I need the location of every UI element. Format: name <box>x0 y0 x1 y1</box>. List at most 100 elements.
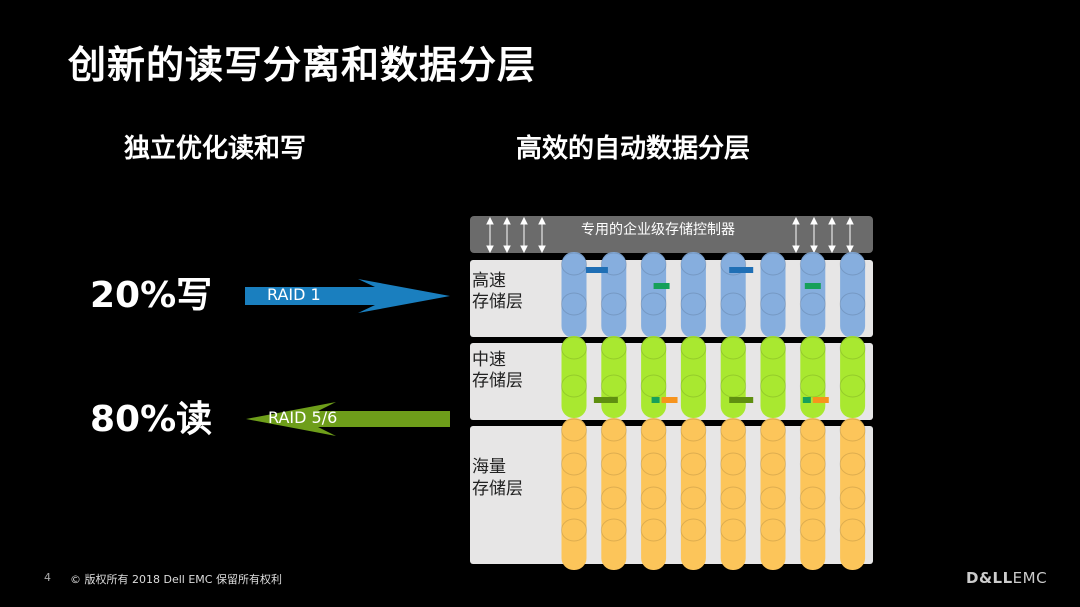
tier-fast-label-line1: 高速 <box>472 271 506 291</box>
copyright-text: © 版权所有 2018 Dell EMC 保留所有权利 <box>70 573 282 586</box>
storage-column <box>680 252 707 570</box>
disk-ring <box>600 486 627 510</box>
write-arrow-label: RAID 1 <box>267 285 321 304</box>
disk-ring <box>640 292 667 316</box>
disk-ring <box>799 292 826 316</box>
disk-ring <box>799 418 826 442</box>
disk-ring <box>720 486 747 510</box>
controller-io-arrows-right <box>792 216 854 254</box>
storage-tier-diagram: 专用的企业级存储控制器 高速 存储层 中速 存储层 海量 存储层 <box>470 216 873 570</box>
column-segment <box>760 418 786 570</box>
disk-ring <box>720 452 747 476</box>
data-block <box>585 267 608 273</box>
disk-ring <box>839 336 866 360</box>
data-block <box>812 397 829 403</box>
disk-ring <box>600 418 627 442</box>
column-segment <box>720 418 746 570</box>
storage-column <box>561 252 587 570</box>
controller-bar <box>470 216 873 253</box>
disk-ring <box>760 374 786 398</box>
storage-column <box>839 252 866 570</box>
disk-ring <box>600 252 627 276</box>
disk-ring <box>600 518 627 542</box>
disk-ring <box>839 518 866 542</box>
storage-column <box>760 252 786 570</box>
disk-ring <box>640 452 667 476</box>
slide-title: 创新的读写分离和数据分层 <box>68 43 537 87</box>
column-segment <box>641 252 667 338</box>
right-heading: 高效的自动数据分层 <box>516 134 751 164</box>
write-percentage: 20%写 <box>90 275 213 316</box>
column-segment <box>641 336 667 418</box>
disk-ring <box>680 374 707 398</box>
tier-capacity-label-line2: 存储层 <box>472 479 523 499</box>
disk-ring <box>799 486 826 510</box>
io-arrow <box>792 216 800 254</box>
page-number: 4 <box>44 571 51 584</box>
disk-ring <box>720 336 747 360</box>
column-segment <box>800 418 826 570</box>
column-segment <box>840 252 866 338</box>
disk-ring <box>640 336 667 360</box>
disk-ring <box>839 374 866 398</box>
disk-ring <box>561 418 587 442</box>
data-block <box>593 397 618 403</box>
column-segment <box>601 418 627 570</box>
disk-ring <box>720 292 747 316</box>
data-block <box>804 283 821 289</box>
disk-ring <box>760 252 786 276</box>
disk-ring <box>839 252 866 276</box>
disk-ring <box>561 452 587 476</box>
data-block <box>802 397 811 403</box>
read-percentage: 80%读 <box>90 399 213 440</box>
column-segment <box>720 252 746 338</box>
column-segment <box>601 252 627 338</box>
column-segment <box>840 336 866 418</box>
dell-emc-logo: D&LLEMC <box>966 569 1047 587</box>
disk-ring <box>839 292 866 316</box>
disk-ring <box>640 486 667 510</box>
disk-ring <box>720 418 747 442</box>
disk-ring <box>799 336 826 360</box>
disk-ring <box>640 418 667 442</box>
column-segment <box>760 336 786 418</box>
disk-ring <box>600 292 627 316</box>
read-arrow-label: RAID 5/6 <box>268 408 338 427</box>
column-segment <box>601 336 627 418</box>
column-segment <box>800 252 826 338</box>
tier-fast-label-line2: 存储层 <box>472 292 523 312</box>
disk-ring <box>760 292 786 316</box>
disk-ring <box>720 518 747 542</box>
disk-ring <box>561 486 587 510</box>
data-block <box>651 397 660 403</box>
disk-ring <box>561 518 587 542</box>
disk-ring <box>561 336 587 360</box>
disk-ring <box>561 292 587 316</box>
disk-ring <box>760 418 786 442</box>
io-arrow <box>486 216 494 254</box>
storage-column <box>640 252 667 570</box>
disk-ring <box>680 336 707 360</box>
disk-ring <box>600 336 627 360</box>
write-arrow <box>245 279 450 313</box>
controller-io-arrows-left <box>486 216 546 254</box>
controller-label: 专用的企业级存储控制器 <box>581 221 735 238</box>
disk-ring <box>839 452 866 476</box>
disk-ring <box>839 486 866 510</box>
disk-ring <box>680 252 707 276</box>
storage-column <box>799 252 826 570</box>
disk-ring <box>561 252 587 276</box>
tier-capacity-label-line1: 海量 <box>472 457 506 477</box>
column-segment <box>840 418 866 570</box>
storage-column <box>720 252 747 570</box>
io-arrow <box>810 216 818 254</box>
logo-suffix: EMC <box>1012 569 1048 587</box>
data-block <box>653 283 670 289</box>
column-segment <box>800 336 826 418</box>
io-arrow <box>538 216 546 254</box>
left-heading: 独立优化读和写 <box>124 134 307 164</box>
io-arrow <box>503 216 511 254</box>
column-segment <box>561 418 587 570</box>
disk-ring <box>680 518 707 542</box>
data-block <box>729 267 754 273</box>
